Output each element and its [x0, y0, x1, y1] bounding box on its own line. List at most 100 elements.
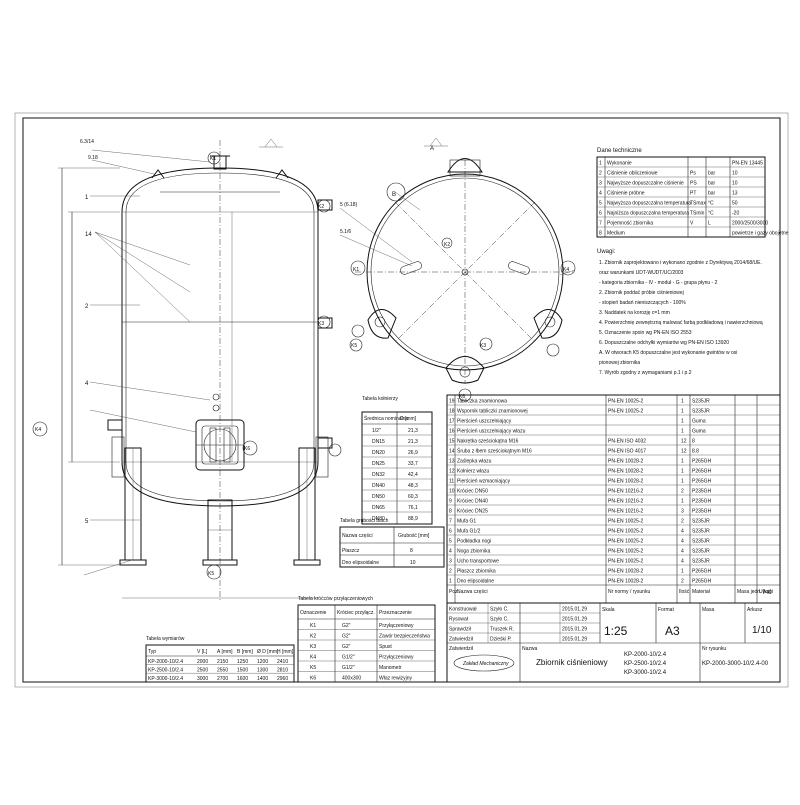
title-row-role: Zatwierdził — [449, 637, 474, 643]
part-number: 19 — [449, 399, 455, 405]
mass-label: Masa — [702, 607, 714, 613]
company-logo — [453, 654, 515, 672]
thickness-row-1-name: Płaszcz — [342, 548, 360, 554]
flange-dn: DN32 — [372, 472, 385, 478]
tech-row-value: 2000/2500/3000 — [732, 221, 768, 227]
part-material: Guma — [692, 419, 706, 425]
parts-header: Masa jedn. [kg] — [737, 589, 772, 595]
nozzle-header: Króciec przyłącz. — [337, 610, 375, 616]
part-material: P265GH — [692, 459, 712, 465]
part-qty: 1 — [681, 419, 684, 425]
variant-1: KP-2000-10/2.4 — [624, 652, 667, 658]
sheet-border — [14, 112, 789, 688]
part-material: P265GH — [692, 579, 712, 585]
thickness-row-2-name: Dno elipsoidalne — [342, 560, 379, 566]
dims-header: Typ — [148, 649, 156, 655]
part-number: 18 — [449, 409, 455, 415]
nozzle-purpose: Właz rewizyjny — [379, 676, 413, 682]
tech-row-unit: °C — [708, 201, 714, 207]
flange-d: 21,3 — [408, 428, 418, 434]
flange-dn: DN20 — [372, 450, 385, 456]
nozzle-size: 400x300 — [342, 676, 361, 682]
title-row-role: Konstruował — [449, 607, 477, 613]
svg-text:5 (6.18): 5 (6.18) — [340, 202, 358, 208]
part-name: Pierścień wzmacniający — [457, 479, 511, 485]
part-number: 15 — [449, 439, 455, 445]
view-b-label: B — [392, 192, 396, 198]
k4-front: K4 — [35, 427, 41, 433]
k1-front: K1 — [210, 156, 216, 162]
flange-dn: DN15 — [372, 439, 385, 445]
format-label: Format — [658, 607, 674, 613]
tech-row-symbol: TSmin — [690, 211, 705, 217]
thickness-header-name: Nazwa części — [342, 533, 373, 539]
part-qty: 1 — [681, 409, 684, 415]
flange-table-title: Tabela kołnierzy — [362, 396, 398, 402]
tech-row-label: Pojemność zbiornika — [607, 221, 653, 227]
part-name: Tabliczka znamionowa — [457, 399, 507, 405]
dims-header: V [L] — [197, 649, 208, 655]
part-number: 3 — [449, 559, 452, 565]
pos-label-5: 5 — [85, 519, 89, 525]
part-qty: 2 — [681, 579, 684, 585]
tech-row-label: Ciśnienie obliczeniowe — [607, 171, 658, 177]
name-label: Nazwa — [522, 646, 538, 652]
flange-header: D [mm] — [400, 416, 417, 422]
tech-row-number: 7 — [599, 221, 602, 227]
dims-cell: 2500 — [197, 668, 208, 674]
note-line: 2. Zbiornik poddać próbie ciśnieniowej — [599, 290, 684, 296]
part-norm: PN-EN 10028-2 — [608, 579, 644, 585]
part-name: Podkładka nogi — [457, 539, 491, 545]
flange-d: 42,4 — [408, 472, 418, 478]
part-name: Kołnierz włazu — [457, 469, 489, 475]
dims-cell: 1500 — [237, 668, 248, 674]
part-number: 13 — [449, 459, 455, 465]
title-block-grid — [446, 602, 781, 683]
part-name: Noga zbiornika — [457, 549, 491, 555]
part-norm: PN-EN ISO 4032 — [608, 439, 646, 445]
part-norm: PN-EN 10025-2 — [608, 539, 644, 545]
tech-row-value: 50 — [732, 201, 738, 207]
part-qty: 1 — [681, 459, 684, 465]
tech-row-number: 6 — [599, 211, 602, 217]
title-row-date: 2015.01.29 — [562, 607, 587, 613]
flange-d: 48,3 — [408, 483, 418, 489]
part-number: 12 — [449, 469, 455, 475]
part-number: 8 — [449, 509, 452, 515]
k3-front: K3 — [318, 321, 324, 327]
title-row-role: Sprawdził — [449, 627, 472, 633]
part-norm: PN-EN 10216-2 — [608, 489, 644, 495]
part-name: Zaślepka włazu — [457, 459, 492, 465]
part-norm: PN-EN ISO 4017 — [608, 449, 646, 455]
nozzle-code: K2 — [310, 634, 316, 640]
part-material: 8.8 — [692, 449, 699, 455]
part-norm: PN-EN 10028-2 — [608, 569, 644, 575]
parts-header: Uwagi — [759, 589, 773, 595]
thickness-row-2-value: 10 — [410, 560, 416, 566]
tech-row-label: Najwyższa dopuszczalna temperatura — [607, 201, 691, 207]
part-qty: 1 — [681, 569, 684, 575]
tech-row-symbol: TSmax — [690, 201, 706, 207]
part-material: P265GH — [692, 469, 712, 475]
part-norm: PN-EN 10028-2 — [608, 459, 644, 465]
pos-label-1: 1 — [85, 195, 89, 201]
nozzle-purpose: Zawór bezpieczeństwa — [379, 634, 430, 640]
tech-row-unit: L — [708, 221, 711, 227]
flange-d: 76,1 — [408, 505, 418, 511]
parts-header: Poz. — [449, 589, 459, 595]
part-number: 11 — [449, 479, 454, 485]
nozzle-table-title: Tabela króćców przyłączeniowych — [298, 596, 373, 602]
dims-cell: 2960 — [277, 676, 288, 682]
part-qty: 4 — [681, 529, 684, 535]
k4-top: K4 — [563, 267, 569, 273]
tech-row-number: 4 — [599, 191, 602, 197]
tech-row-symbol: PT — [690, 191, 696, 197]
tech-row-number: 5 — [599, 201, 602, 207]
company-label: Zatwierdził — [449, 646, 474, 652]
part-qty: 4 — [681, 559, 684, 565]
part-number: 9 — [449, 499, 452, 505]
tech-row-label: Wykonanie — [607, 161, 632, 167]
part-qty: 1 — [681, 429, 684, 435]
part-name: Króciec DN50 — [457, 489, 488, 495]
